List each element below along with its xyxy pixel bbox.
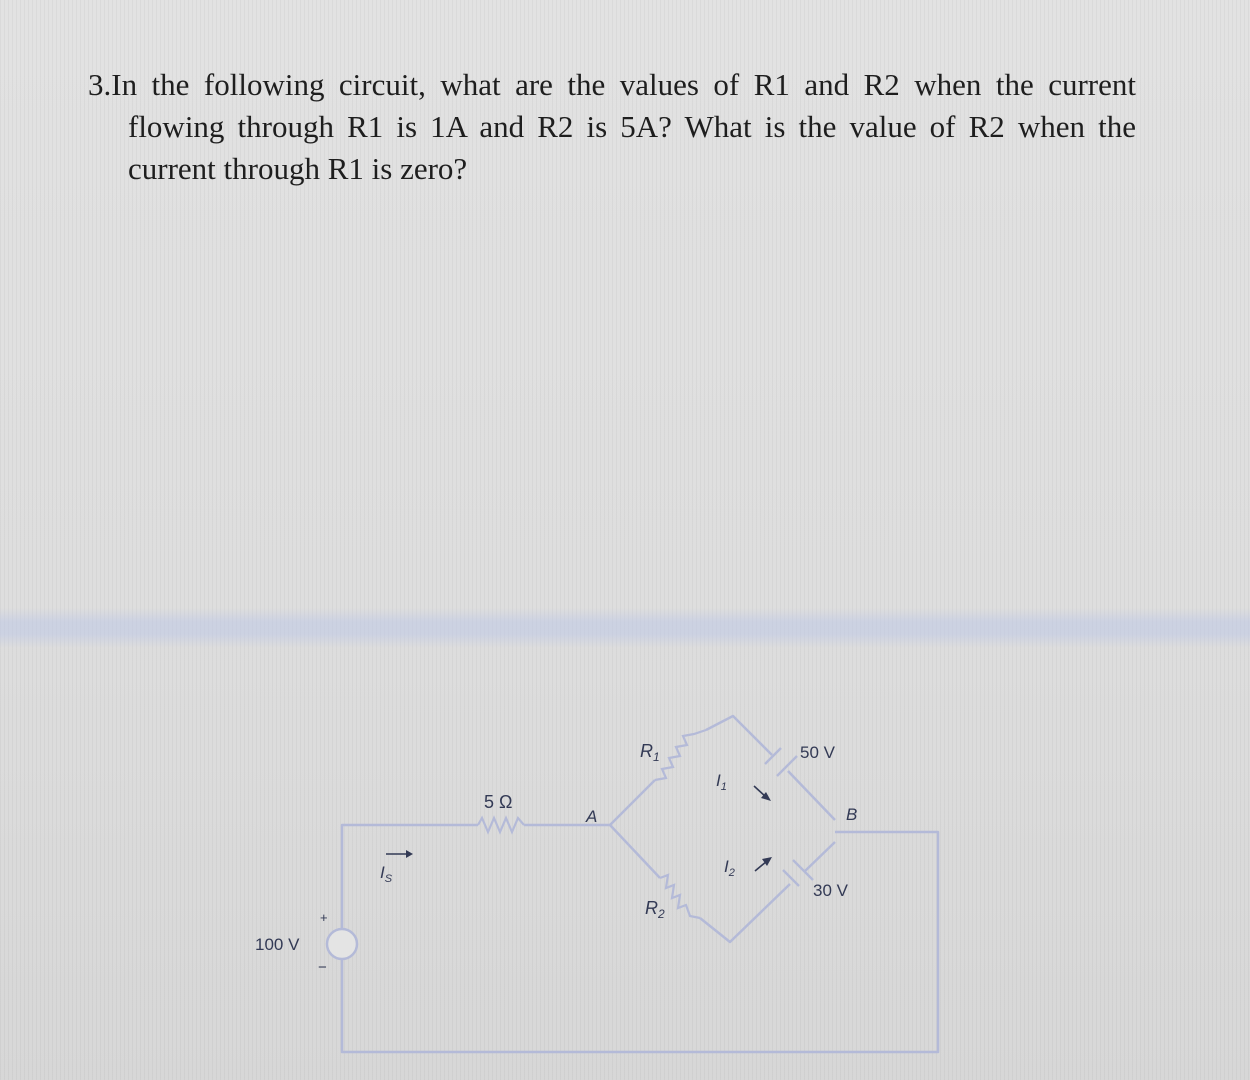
left-wire	[340, 823, 478, 930]
source-voltage-label: 100 V	[255, 935, 300, 954]
r1-lower-wire	[609, 779, 656, 826]
resistor-5ohm	[477, 815, 525, 835]
screen-glare-band	[0, 608, 1250, 648]
battery-30v-label: 30 V	[813, 881, 849, 900]
question-line-3: current through R1 is zero?	[128, 151, 468, 186]
question-line-1: 3.In the following circuit, what are the…	[88, 67, 1136, 102]
source-minus-sign: −	[318, 959, 327, 976]
r2-right-wire	[699, 883, 791, 944]
voltage-source-100v	[325, 927, 359, 961]
circuit-wires	[340, 714, 940, 1054]
battery-50v-label: 50 V	[800, 743, 836, 762]
i1-label: I1	[716, 771, 727, 793]
question-text: 3.In the following circuit, what are the…	[88, 64, 1136, 190]
resistor-5ohm-label: 5 Ω	[484, 792, 512, 812]
r2-label: R2	[645, 898, 665, 921]
r2-left-wire	[609, 824, 661, 879]
i1-current-arrow-icon	[753, 785, 771, 801]
node-b-label: B	[846, 805, 857, 824]
outer-loop-wire	[340, 830, 940, 1054]
question-line-2: flowing through R1 is 1A and R2 is 5A? W…	[128, 109, 1136, 144]
i2-current-arrow-icon	[754, 857, 772, 872]
source-current-label: IS	[380, 863, 393, 885]
resistor-r1	[654, 728, 707, 782]
battery-30v-wire	[803, 841, 836, 873]
node-a-label: A	[585, 807, 597, 826]
r1-label: R1	[640, 741, 660, 764]
resistor-r2	[659, 873, 701, 920]
source-current-arrow-icon	[386, 850, 413, 858]
source-plus-sign: +	[320, 910, 328, 925]
battery-50v	[764, 747, 798, 777]
r1-upper-wire	[705, 714, 773, 756]
i2-label: I2	[724, 857, 735, 879]
battery-50v-wire	[787, 770, 836, 821]
battery-30v	[782, 859, 814, 887]
